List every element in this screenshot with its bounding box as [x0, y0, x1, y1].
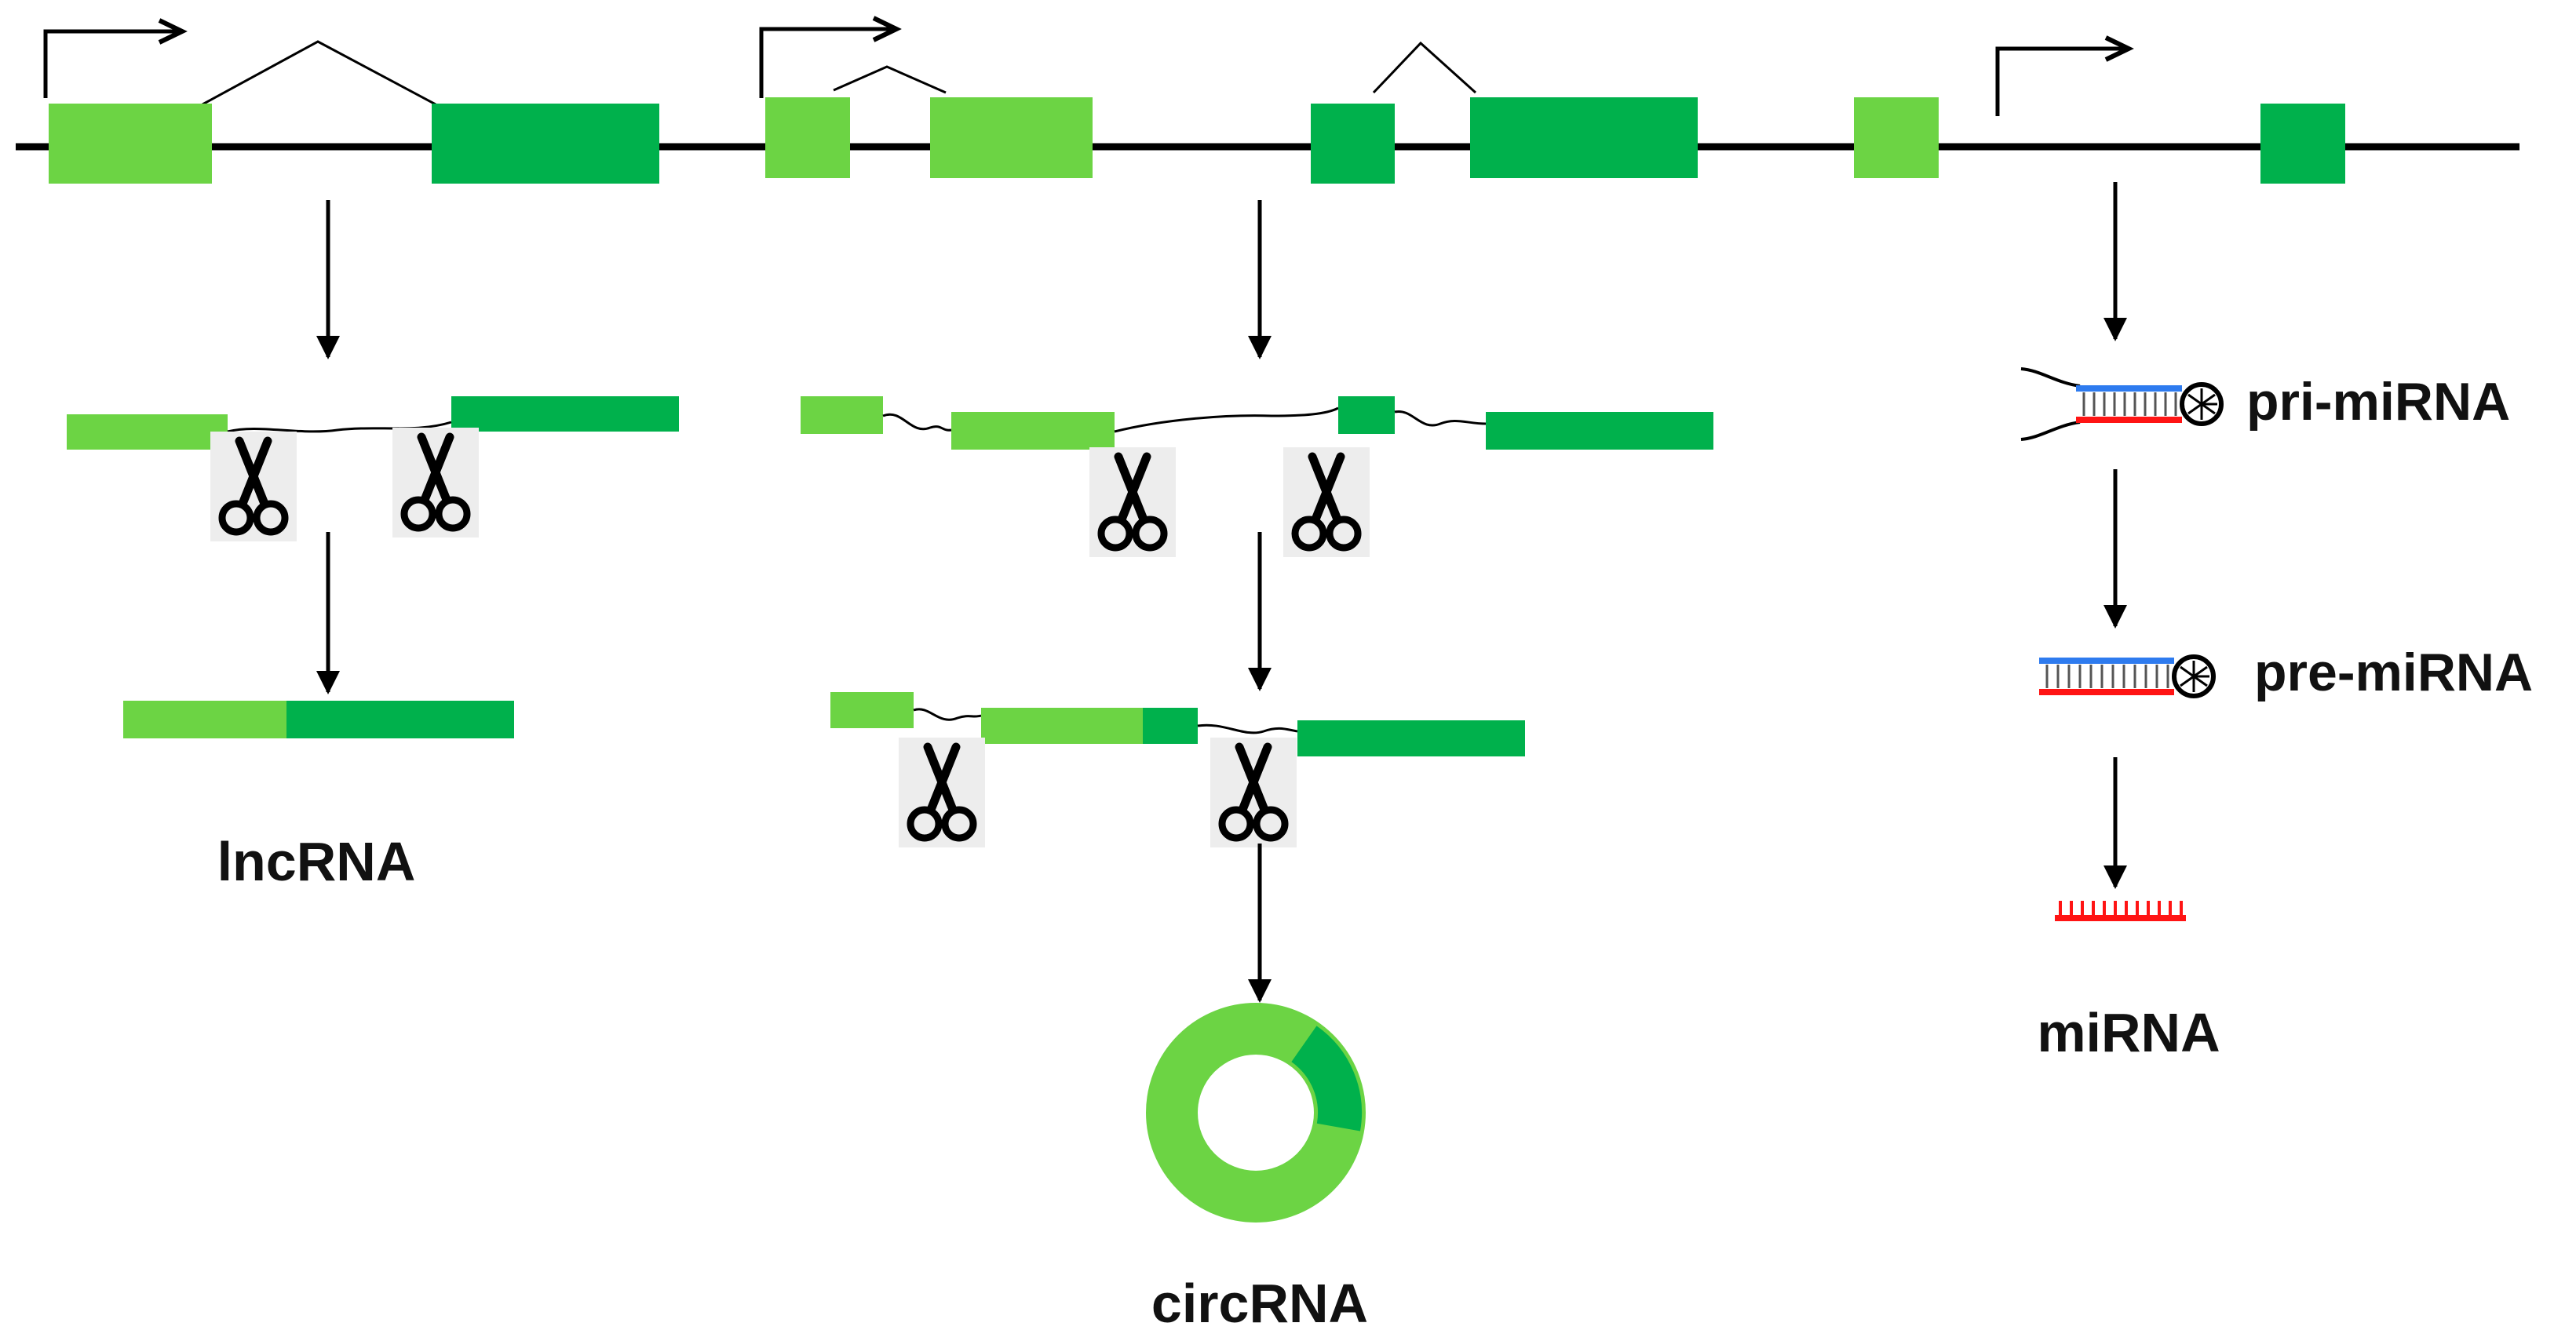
exon-dark [2260, 104, 2345, 184]
exon-dark [451, 396, 679, 432]
pre-mirna-hairpin-icon [2039, 654, 2216, 698]
exon-light [830, 692, 914, 728]
exon-dark [1486, 412, 1713, 450]
exon-light [981, 708, 1144, 744]
scissors-icon [392, 428, 479, 537]
scissors-icon [1089, 447, 1176, 557]
lncrna-label: lncRNA [217, 831, 416, 892]
intron [913, 708, 982, 721]
scissors-icon [1210, 738, 1297, 847]
exon-dark [286, 701, 514, 738]
lncrna-pathway: lncRNA [67, 200, 679, 892]
exon-light [123, 701, 288, 738]
circrna-label: circRNA [1151, 1273, 1368, 1334]
scissors-icon [210, 432, 297, 541]
exon-dark [1311, 104, 1395, 184]
pri-mirna-label: pri-miRNA [2246, 372, 2510, 432]
exon-light [67, 414, 228, 450]
splice-junction [1372, 41, 1477, 94]
exon-light [765, 97, 850, 178]
exon-light [801, 396, 883, 434]
genome-track [16, 16, 2519, 184]
promoter-arrow-icon [43, 18, 188, 98]
pri-mirna-hairpin-icon [2020, 367, 2224, 441]
intron [1197, 723, 1298, 734]
exon-light [1854, 97, 1939, 178]
exon-dark [1297, 720, 1525, 756]
pre-mirna-label: pre-miRNA [2254, 643, 2533, 702]
exon-dark [432, 104, 659, 184]
intron [1114, 406, 1339, 433]
mirna-label: miRNA [2037, 1002, 2220, 1063]
promoter-arrow-icon [759, 16, 902, 98]
mature-mirna-icon [2055, 901, 2186, 921]
mirna-pathway: pri-miRNA pre-miRNA [2020, 182, 2533, 1063]
exon-light [49, 104, 212, 184]
circrna-pathway: circRNA [801, 200, 1713, 1334]
exon-dark [1338, 396, 1395, 434]
circular-rna-icon [1146, 1003, 1366, 1223]
exon-dark [1143, 708, 1198, 744]
intron [882, 413, 952, 432]
scissors-icon [899, 738, 985, 847]
splice-junction [202, 40, 436, 106]
exon-dark [1470, 97, 1698, 178]
intron [1394, 410, 1487, 427]
splice-junction [833, 65, 947, 94]
scissors-icon [1283, 447, 1370, 557]
exon-light [951, 412, 1115, 450]
promoter-arrow-icon [1995, 35, 2134, 116]
exon-light [930, 97, 1093, 178]
